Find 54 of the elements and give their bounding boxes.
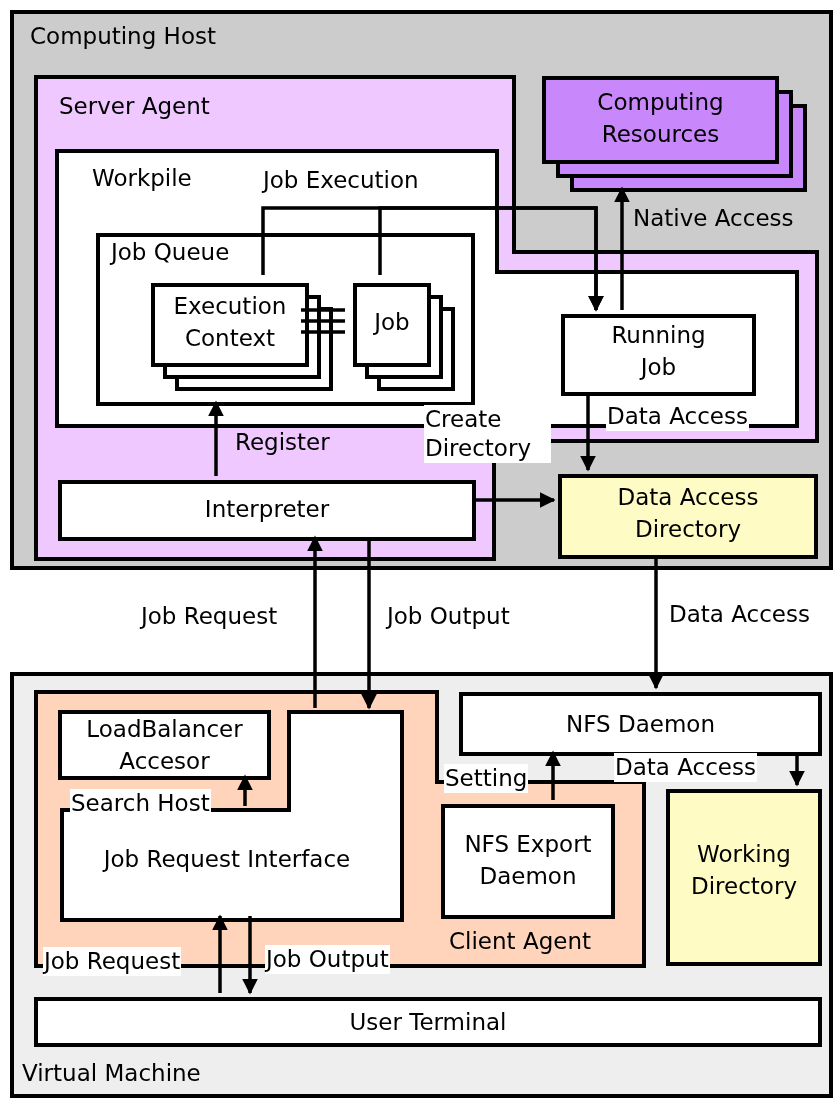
edge-label: Data Access xyxy=(614,753,757,782)
panel-title: Workpile xyxy=(92,164,192,193)
box-label: NFS Export Daemon xyxy=(463,830,593,892)
connector-lines xyxy=(299,308,347,334)
host-panel xyxy=(10,10,833,570)
box-label: NFS Daemon xyxy=(565,710,716,739)
box-label: LoadBalancer Accesor xyxy=(85,715,244,777)
panel-title: Virtual Machine xyxy=(22,1059,201,1088)
box-label: Data Access Directory xyxy=(616,483,760,545)
box-label: Interpreter xyxy=(203,495,331,524)
workpile-panel xyxy=(57,151,797,426)
edge-label: Create Directory xyxy=(424,405,551,463)
process-box xyxy=(34,997,822,1047)
queue-panel xyxy=(96,233,475,406)
stacked-resource-boxes xyxy=(542,76,808,192)
process-box xyxy=(561,314,756,396)
edge-label: Data Access xyxy=(668,600,811,629)
panel-title: Client Agent xyxy=(449,927,591,956)
box-label: Execution Context xyxy=(172,292,288,354)
stacked-job-boxes xyxy=(353,283,455,391)
edge-label: Setting xyxy=(444,764,529,793)
machine-panel xyxy=(10,672,833,1098)
stacked-context-boxes xyxy=(151,283,333,391)
arrow xyxy=(212,914,228,993)
directory-box xyxy=(666,789,822,966)
box-label: Job Request Interface xyxy=(101,845,352,874)
edge-label: Job Output xyxy=(265,945,390,974)
arrow xyxy=(237,774,253,806)
edge-label: Native Access xyxy=(632,204,795,233)
panel-title: Job Queue xyxy=(111,238,230,267)
panel-title: Computing Host xyxy=(30,22,216,51)
arrow xyxy=(614,186,630,310)
arrow xyxy=(208,400,224,476)
box-label: Computing Resources xyxy=(596,88,725,150)
edge-label: Job Output xyxy=(386,602,511,631)
arrow xyxy=(242,916,258,995)
box-label: Job xyxy=(372,308,411,337)
box-label: User Terminal xyxy=(348,1008,508,1037)
arrow xyxy=(307,535,323,708)
edge-label: Job Request xyxy=(43,947,182,976)
box-label: Running Job xyxy=(610,321,707,383)
process-box xyxy=(58,480,476,541)
edge-label: Register xyxy=(234,428,331,457)
interface-panel xyxy=(62,712,402,920)
edge-label: Job Request xyxy=(140,602,279,631)
arrow xyxy=(378,206,604,312)
arrow xyxy=(545,750,561,800)
edge-label: Job Execution xyxy=(262,166,420,195)
panel-title: Server Agent xyxy=(59,92,210,121)
box-label: Working Directory xyxy=(690,840,798,902)
process-box xyxy=(441,804,615,919)
directory-box xyxy=(558,474,818,559)
process-box xyxy=(459,692,822,756)
process-box xyxy=(58,710,271,780)
